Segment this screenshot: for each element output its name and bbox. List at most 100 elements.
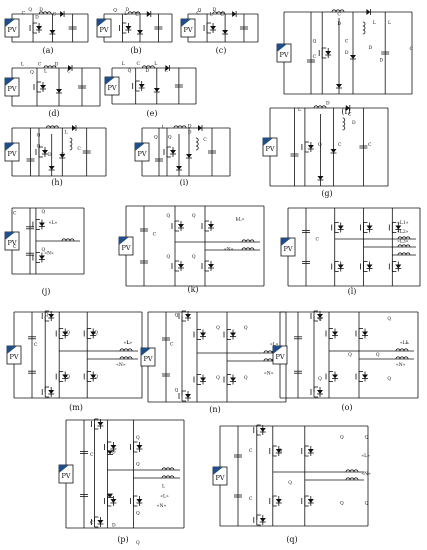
diode-body bbox=[232, 11, 237, 17]
transistor-switch-icon bbox=[223, 374, 236, 385]
transistor-switch-icon bbox=[325, 371, 338, 382]
component-label: Q bbox=[66, 374, 70, 380]
component-label: L bbox=[122, 61, 125, 67]
inductor-icon bbox=[313, 105, 327, 109]
component-label: C bbox=[165, 68, 169, 74]
pv-source-icon: PV bbox=[134, 142, 150, 162]
component-label: L bbox=[162, 484, 165, 490]
inductor-coil bbox=[331, 9, 345, 13]
transistor-switch-icon bbox=[360, 261, 373, 272]
diode-body bbox=[71, 125, 76, 131]
pv-label: PV bbox=[7, 150, 16, 158]
pv-corner-icon bbox=[105, 77, 115, 85]
transistor-switch-icon bbox=[193, 374, 206, 385]
capacitor-icon bbox=[302, 261, 310, 265]
transistor-switch-icon bbox=[41, 386, 55, 398]
transistor-switch-icon bbox=[331, 222, 344, 233]
diode-icon bbox=[56, 89, 62, 94]
diode-icon bbox=[186, 154, 192, 159]
component-label: L bbox=[127, 340, 130, 346]
component-label: Q bbox=[216, 325, 220, 331]
component-label: Q bbox=[30, 70, 34, 76]
component-label: «L» bbox=[400, 340, 409, 346]
inductor-coil bbox=[397, 252, 411, 256]
capacitor-icon bbox=[307, 59, 315, 63]
inductor-icon bbox=[142, 65, 155, 69]
diode-body bbox=[146, 11, 151, 17]
panel-caption: (e) bbox=[147, 109, 158, 118]
pv-source-icon: PV bbox=[280, 237, 296, 257]
inductor-coil bbox=[161, 475, 175, 479]
transistor-switch-icon bbox=[355, 371, 368, 382]
component-label: Q bbox=[41, 247, 45, 253]
component-label: Q bbox=[318, 142, 322, 148]
diode-icon bbox=[68, 65, 73, 71]
transistor-switch-icon bbox=[171, 260, 184, 272]
panel-caption: (i) bbox=[180, 178, 189, 187]
transistor-switch-icon bbox=[253, 424, 266, 436]
capacitor-icon bbox=[28, 336, 36, 340]
transistor-switch-icon bbox=[83, 328, 97, 339]
component-label: Q bbox=[365, 501, 369, 507]
component-label: Q bbox=[244, 375, 248, 381]
inductor-coil bbox=[61, 238, 75, 242]
component-label: Q bbox=[136, 540, 140, 546]
component-label: C bbox=[135, 12, 139, 18]
inductor-coil bbox=[119, 356, 133, 360]
component-label: Q bbox=[113, 7, 117, 13]
pv-source-icon: PV bbox=[140, 347, 156, 367]
component-label: C bbox=[348, 112, 352, 118]
capacitor-icon bbox=[78, 85, 86, 89]
transistor-switch-icon bbox=[301, 141, 314, 153]
component-label: C bbox=[368, 142, 372, 148]
inductor-icon bbox=[46, 125, 59, 129]
transistor-switch-icon bbox=[55, 328, 69, 339]
pv-source-icon: PV bbox=[4, 231, 20, 251]
component-label: «N» bbox=[361, 471, 371, 477]
component-label: Q bbox=[192, 254, 196, 260]
transistor-switch-icon bbox=[104, 495, 117, 507]
inductor-coil bbox=[212, 11, 226, 15]
component-label: C bbox=[249, 496, 253, 502]
inductor-coil bbox=[342, 117, 346, 131]
pv-label: PV bbox=[7, 85, 16, 93]
component-label: L bbox=[124, 11, 127, 17]
component-label: «N» bbox=[396, 362, 406, 368]
capacitor-icon bbox=[80, 450, 88, 454]
panel-caption: (q) bbox=[286, 535, 297, 544]
component-label: D bbox=[39, 7, 43, 13]
transistor-switch-icon bbox=[91, 418, 104, 430]
component-label: Q bbox=[278, 448, 282, 454]
transistor-switch-icon bbox=[310, 386, 323, 398]
component-label: Q bbox=[154, 135, 158, 141]
capacitor-icon bbox=[162, 337, 170, 341]
pv-source-icon: PV bbox=[104, 76, 120, 96]
capacitor-icon bbox=[174, 84, 183, 88]
inductor-coil bbox=[46, 125, 59, 129]
component-label: Q bbox=[136, 462, 140, 468]
inductor-icon bbox=[345, 477, 359, 481]
inductor-coil bbox=[161, 467, 175, 471]
component-label: «N» bbox=[264, 371, 274, 377]
component-label: C bbox=[410, 46, 414, 52]
pv-label: PV bbox=[265, 145, 274, 153]
inductor-icon bbox=[397, 252, 411, 256]
component-label: C bbox=[345, 38, 349, 44]
component-label: D bbox=[112, 523, 116, 529]
pv-corner-icon bbox=[181, 19, 191, 27]
pv-label: PV bbox=[215, 474, 224, 482]
diode-icon bbox=[137, 30, 143, 35]
component-label: D bbox=[345, 50, 349, 56]
diode-body bbox=[49, 30, 56, 34]
diode-body bbox=[345, 105, 350, 111]
